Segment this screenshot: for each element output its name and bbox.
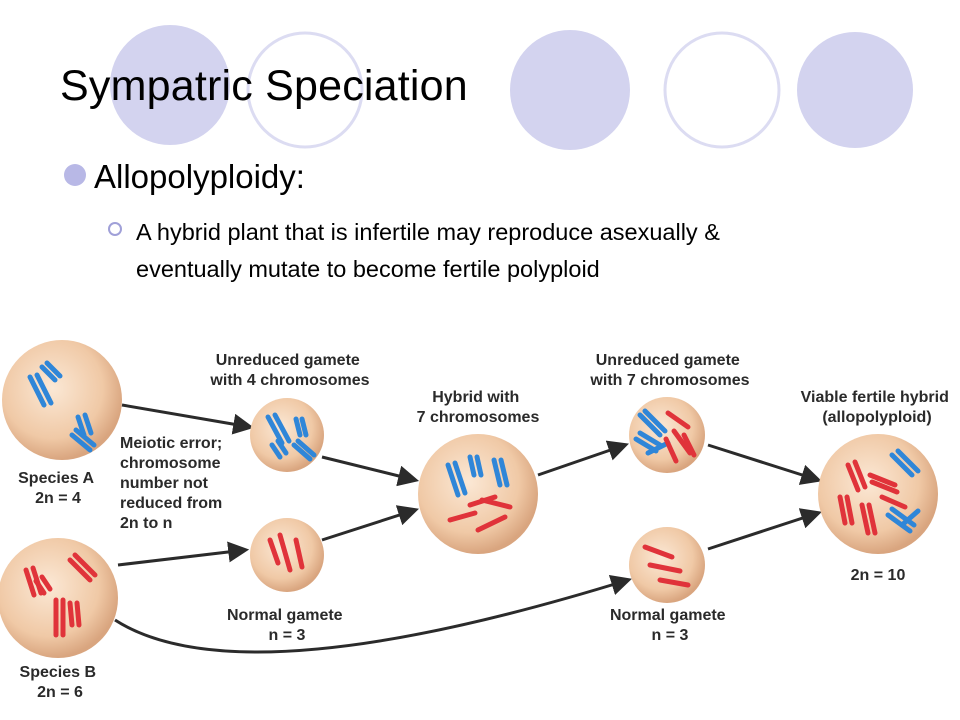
sub-bullet-text: A hybrid plant that is infertile may rep… <box>136 219 720 282</box>
chromosomes-species-a <box>27 360 97 453</box>
label-species-a: Species A 2n = 4 <box>18 470 98 507</box>
arrow-unreduced-to-hybrid <box>321 455 420 487</box>
label-unreduced-gamete-4: Unreduced gamete with 4 chromosomes <box>209 352 369 389</box>
cell-hybrid <box>418 434 538 554</box>
process-arrows <box>114 403 823 654</box>
deco-circle-ring <box>246 31 364 149</box>
sub-bullet-ring-icon <box>108 222 122 236</box>
arrow-hybrid-to-unreduced7 <box>537 440 629 477</box>
label-species-b: Species B 2n = 6 <box>20 664 101 701</box>
bullet-text: Allopolyploidy: <box>94 158 305 195</box>
chromosomes-hybrid <box>445 454 513 533</box>
deco-circle-ring <box>663 31 781 149</box>
label-hybrid: Hybrid with 7 chromosomes <box>417 389 540 426</box>
deco-circle-filled <box>510 30 630 150</box>
bullet-dot-icon <box>64 164 86 186</box>
chromosomes-viable-hybrid <box>837 448 921 536</box>
arrow-a-to-unreduced <box>121 403 255 435</box>
chromosomes-unreduced-4 <box>265 412 317 462</box>
label-viable-hybrid: Viable fertile hybrid (allopolyploid) <box>801 389 954 426</box>
arrow-normal-to-hybrid <box>321 505 419 542</box>
cell-species-b <box>0 538 118 658</box>
label-normal-gamete-right: Normal gamete n = 3 <box>610 607 730 644</box>
cell-viable-hybrid <box>818 434 938 554</box>
allopolyploidy-figure: Unreduced gamete with 4 chromosomes Meio… <box>0 340 954 701</box>
label-unreduced-gamete-7: Unreduced gamete with 7 chromosomes <box>589 352 749 389</box>
arrow-normal-to-viable <box>707 508 822 551</box>
arrow-b-to-normal <box>117 541 250 567</box>
chromosomes-unreduced-7 <box>633 408 697 464</box>
deco-circle-filled <box>110 25 230 145</box>
arrow-unreduced7-to-viable <box>707 443 823 485</box>
cell-species-a <box>2 340 122 460</box>
arrow-b-to-normal-right <box>114 574 633 654</box>
label-normal-gamete-left: Normal gamete n = 3 <box>227 607 347 644</box>
label-viable-count: 2n = 10 <box>851 567 906 584</box>
chromosomes-normal-gamete-left <box>267 532 305 573</box>
cell-normal-gamete-right <box>629 527 705 603</box>
chromosomes-species-b <box>23 552 98 638</box>
chromosomes-normal-gamete-right <box>642 544 691 588</box>
slide-title: Sympatric Speciation <box>60 62 468 110</box>
decorative-circles <box>110 25 913 150</box>
deco-circle-filled <box>797 32 913 148</box>
label-meiotic-error: Meiotic error; chromosome number not red… <box>120 435 227 532</box>
